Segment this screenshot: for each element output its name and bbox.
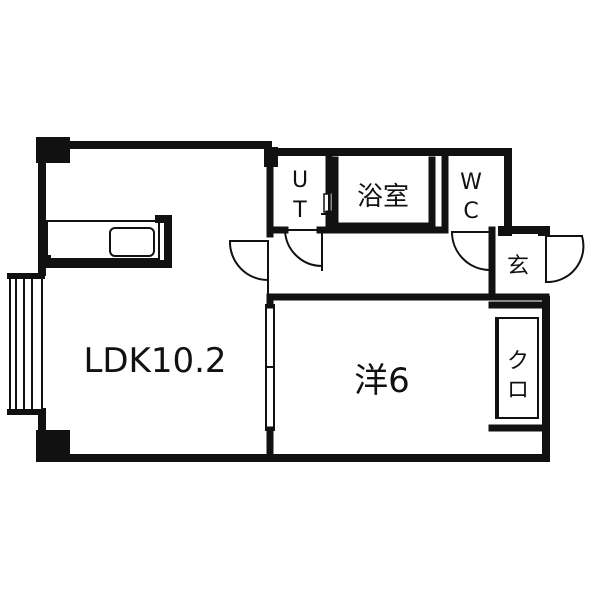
room-label-bath: 浴室	[357, 182, 409, 212]
room-label-utility-t: T	[292, 198, 307, 223]
columns	[36, 137, 550, 462]
sliding-door-ldk	[265, 304, 275, 431]
room-label-closet-ro: ロ	[507, 378, 529, 403]
room-label-utility-u: U	[292, 168, 308, 193]
room-label-western: 洋6	[354, 361, 410, 401]
room-label-ldk: LDK10.2	[83, 341, 226, 381]
floor-plan-drawing	[7, 137, 585, 462]
exterior-walls	[36, 141, 550, 462]
kitchen-counter	[43, 215, 172, 268]
swing-doors	[228, 189, 585, 297]
ldk-window	[7, 273, 45, 415]
room-label-entrance: 玄	[507, 254, 529, 279]
room-label-closet-ku: ク	[507, 349, 529, 374]
room-label-wc-c: C	[463, 199, 478, 224]
interior-walls	[266, 148, 550, 462]
closet-frame	[495, 317, 539, 419]
room-label-wc-w: W	[460, 170, 482, 195]
